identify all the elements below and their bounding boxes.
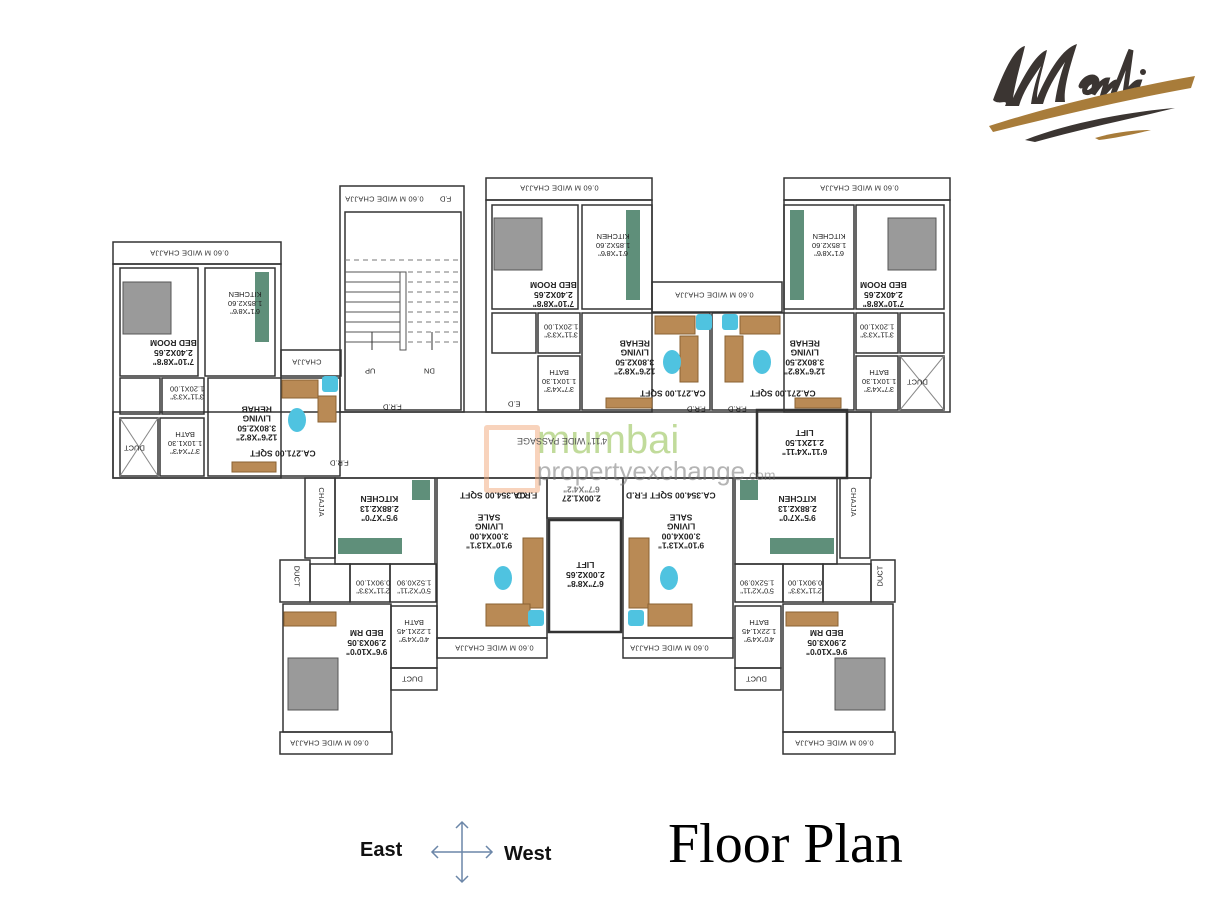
passage-size-label: 5'0"X2'11"1.52X0.90	[740, 578, 775, 596]
passage-size-label: 5'0"X2'11"1.52X0.90	[397, 578, 432, 596]
duct-label: DUCT	[907, 377, 928, 387]
page-title: Floor Plan	[668, 813, 903, 875]
chajja-label: 0.60 M WIDE CHAJJA	[820, 183, 899, 193]
fd-label: F.D	[440, 194, 452, 204]
stairs-up-label: UP	[365, 366, 376, 376]
duct-label: DUCT	[292, 565, 302, 587]
living-type: REHAB	[789, 338, 820, 349]
ed-label: E.D	[508, 399, 521, 409]
living-name: LIVING	[620, 347, 649, 358]
area-label: CA.271.00 SQFT	[250, 448, 316, 459]
chajja-label: CHAJJA	[316, 487, 326, 517]
duct-label: DUCT	[746, 674, 767, 684]
compass-legend: East West	[360, 820, 590, 892]
passage-label: 4'11" WIDE PASSAGE	[517, 435, 608, 446]
compass-arrows-icon	[430, 820, 494, 884]
living-type: REHAB	[619, 338, 650, 349]
mauli-logo	[985, 28, 1200, 143]
chajja-label: CHAJJA	[292, 357, 322, 367]
duct-label: DUCT	[875, 565, 885, 587]
frd-label: F.R.D	[687, 404, 706, 414]
chajja-label: 0.60 M WIDE CHAJJA	[675, 290, 754, 300]
chajja-label: 0.60 M WIDE CHAJJA	[795, 738, 874, 748]
duct-label: DUCT	[402, 674, 423, 684]
wc-size-label: 2'11"X3'3"0.90X1.00	[788, 578, 823, 596]
chajja-label: 0.60 M WIDE CHAJJA	[150, 248, 229, 258]
duct-label: DUCT	[124, 443, 145, 453]
frd-label: F.R.D	[516, 490, 538, 501]
passage-size-label: 3'11"X3'3"1.20X1.00	[170, 384, 205, 402]
west-label: West	[504, 843, 552, 865]
east-label: East	[360, 839, 403, 861]
area-label: CA.271.00 SQFT	[640, 388, 706, 399]
watermark-line1: mumbai	[537, 418, 680, 462]
chajja-label: 0.60 M WIDE CHAJJA	[290, 738, 369, 748]
area-label: CA.354.00 SQFT	[650, 490, 716, 501]
watermark-logo-box	[484, 425, 540, 493]
frd-label: F.R.D	[626, 490, 648, 501]
watermark-line2: propertyexchange.com	[537, 456, 776, 486]
chajja-label: CHAJJA	[848, 487, 858, 517]
chajja-label: 0.60 M WIDE CHAJJA	[520, 183, 599, 193]
living-type: SALE	[669, 512, 693, 523]
logo-graphic	[989, 44, 1195, 142]
frd-label: F.R.D	[383, 402, 402, 412]
living-name: LIVING	[790, 347, 819, 358]
living-name: LIVING	[666, 521, 696, 532]
living-type: SALE	[477, 512, 501, 523]
stairs-down-label: DN	[424, 366, 435, 376]
frd-label: F.R.D	[330, 458, 349, 468]
chajja-label: 0.60 M WIDE CHAJJA	[345, 194, 424, 204]
living-name: LIVING	[474, 521, 504, 532]
living-name: LIVING	[242, 413, 271, 424]
passage-size-label: 3'11"X3'3"1.20X1.00	[544, 322, 579, 340]
area-label: CA.271.00 SQFT	[750, 388, 816, 399]
wc-size-label: 2'11"X3'3"0.90X1.00	[356, 578, 391, 596]
chajja-label: 0.60 M WIDE CHAJJA	[455, 643, 534, 653]
chajja-label: 0.60 M WIDE CHAJJA	[630, 643, 709, 653]
frd-label: F.R.D	[728, 404, 747, 414]
passage-size-label: 3'11"X3'3"1.20X1.00	[860, 322, 895, 340]
living-type: REHAB	[241, 404, 272, 415]
